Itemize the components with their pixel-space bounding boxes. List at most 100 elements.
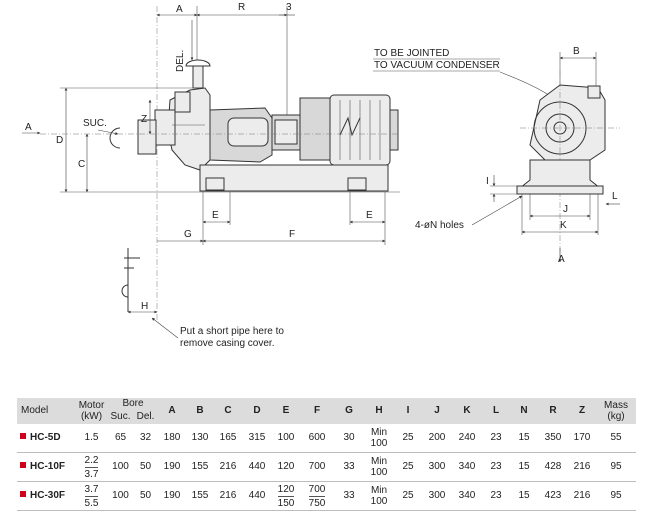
row-marker bbox=[20, 491, 26, 497]
header-col-g: G bbox=[345, 405, 353, 416]
dim-label-h: H bbox=[141, 301, 148, 312]
mass-cell: 55 bbox=[596, 424, 636, 453]
model-name: HC-5D bbox=[30, 432, 61, 443]
end-view: TO BE JOINTED TO VACUUM CONDENSER B I L bbox=[373, 46, 620, 265]
i-cell: 25 bbox=[394, 424, 422, 453]
dim-label-3: 3 bbox=[286, 2, 292, 13]
header-col-d: D bbox=[253, 405, 261, 416]
d-cell: 440 bbox=[242, 452, 272, 482]
pipe-note-line2: remove casing cover. bbox=[180, 338, 275, 349]
a-cell: 190 bbox=[158, 481, 186, 511]
row-marker bbox=[20, 462, 26, 468]
dim-label-l: L bbox=[612, 191, 618, 202]
side-view: A R 3 DEL. bbox=[22, 2, 400, 349]
holes-note: 4-øN holes bbox=[415, 220, 464, 231]
l-cell: 23 bbox=[482, 452, 510, 482]
l-cell: 23 bbox=[482, 481, 510, 511]
model-cell: HC-30F bbox=[17, 481, 75, 511]
r-cell: 350 bbox=[538, 424, 568, 453]
dim-label-a-side: A bbox=[25, 122, 32, 133]
header-col-i: I bbox=[406, 405, 410, 416]
f-value-2: 750 bbox=[308, 497, 326, 509]
b-cell: 130 bbox=[186, 424, 214, 453]
bore-suc-cell: 100 bbox=[108, 481, 133, 511]
header-col-a: A bbox=[168, 405, 176, 416]
bore-suc-cell: 65 bbox=[108, 424, 133, 453]
c-cell: 216 bbox=[214, 452, 242, 482]
header-mass-line1: Mass bbox=[604, 399, 628, 411]
h-value: 100 bbox=[370, 495, 388, 507]
dim-label-r: R bbox=[238, 2, 245, 13]
h-value: 100 bbox=[370, 466, 388, 478]
dim-label-i: I bbox=[486, 176, 489, 187]
e-cell: 100 bbox=[272, 424, 300, 453]
pipe-note-line1: Put a short pipe here to bbox=[180, 326, 284, 337]
j-cell: 200 bbox=[422, 424, 452, 453]
header-motor-line1: Motor bbox=[78, 399, 105, 411]
header-col-h: H bbox=[375, 405, 383, 416]
dim-label-d: D bbox=[56, 135, 63, 146]
c-cell: 216 bbox=[214, 481, 242, 511]
model-name: HC-10F bbox=[30, 461, 66, 472]
header-motor-line2: (kW) bbox=[80, 410, 103, 422]
dim-label-f: F bbox=[289, 229, 295, 240]
g-cell: 30 bbox=[334, 424, 364, 453]
j-cell: 300 bbox=[422, 452, 452, 482]
h-min: Min bbox=[370, 455, 388, 467]
j-cell: 300 bbox=[422, 481, 452, 511]
dim-label-a-bottom: A bbox=[558, 254, 565, 265]
f-value-1: 700 bbox=[308, 483, 326, 497]
k-cell: 240 bbox=[452, 424, 482, 453]
k-cell: 340 bbox=[452, 452, 482, 482]
dim-label-e-left: E bbox=[212, 210, 219, 221]
dimension-table: Model Motor(kW) Bore A B C D E F G H I J… bbox=[17, 398, 636, 511]
header-col-z: Z bbox=[578, 405, 586, 416]
dim-label-a: A bbox=[176, 4, 183, 15]
dim-label-b: B bbox=[573, 46, 580, 57]
header-col-b: B bbox=[196, 405, 204, 416]
g-cell: 33 bbox=[334, 481, 364, 511]
model-cell: HC-5D bbox=[17, 424, 75, 453]
header-col-f: F bbox=[313, 405, 321, 416]
bore-del-cell: 50 bbox=[133, 452, 158, 482]
motor-value-1: 2.2 bbox=[84, 454, 99, 468]
bore-del-cell: 32 bbox=[133, 424, 158, 453]
model-name: HC-30F bbox=[30, 490, 66, 501]
d-cell: 315 bbox=[242, 424, 272, 453]
n-cell: 15 bbox=[510, 452, 538, 482]
l-cell: 23 bbox=[482, 424, 510, 453]
c-cell: 165 bbox=[214, 424, 242, 453]
header-bore-del: Del. bbox=[136, 411, 155, 422]
condenser-note-line1: TO BE JOINTED bbox=[374, 48, 449, 59]
del-label: DEL. bbox=[175, 50, 186, 72]
table-row: HC-5D 1.5 65 32 180 130 165 315 100 600 … bbox=[17, 424, 636, 453]
dim-label-j: J bbox=[563, 204, 568, 215]
header-bore: Bore bbox=[122, 398, 144, 409]
a-cell: 180 bbox=[158, 424, 186, 453]
dim-label-z: Z bbox=[141, 114, 147, 125]
header-mass-line2: (kg) bbox=[607, 410, 625, 422]
z-cell: 216 bbox=[568, 481, 596, 511]
b-cell: 155 bbox=[186, 481, 214, 511]
motor-cell: 1.5 bbox=[75, 424, 108, 453]
e-cell: 120 bbox=[272, 452, 300, 482]
n-cell: 15 bbox=[510, 481, 538, 511]
header-bore-suc: Suc. bbox=[110, 411, 131, 422]
h-value: 100 bbox=[370, 437, 388, 449]
condenser-note-line2: TO VACUUM CONDENSER bbox=[374, 60, 500, 71]
i-cell: 25 bbox=[394, 481, 422, 511]
model-cell: HC-10F bbox=[17, 452, 75, 482]
b-cell: 155 bbox=[186, 452, 214, 482]
dim-label-c: C bbox=[78, 159, 85, 170]
i-cell: 25 bbox=[394, 452, 422, 482]
r-cell: 428 bbox=[538, 452, 568, 482]
a-cell: 190 bbox=[158, 452, 186, 482]
pump-dimension-drawing: A R 3 DEL. bbox=[22, 2, 620, 349]
d-cell: 440 bbox=[242, 481, 272, 511]
g-cell: 33 bbox=[334, 452, 364, 482]
header-mass: Mass(kg) bbox=[596, 398, 636, 424]
